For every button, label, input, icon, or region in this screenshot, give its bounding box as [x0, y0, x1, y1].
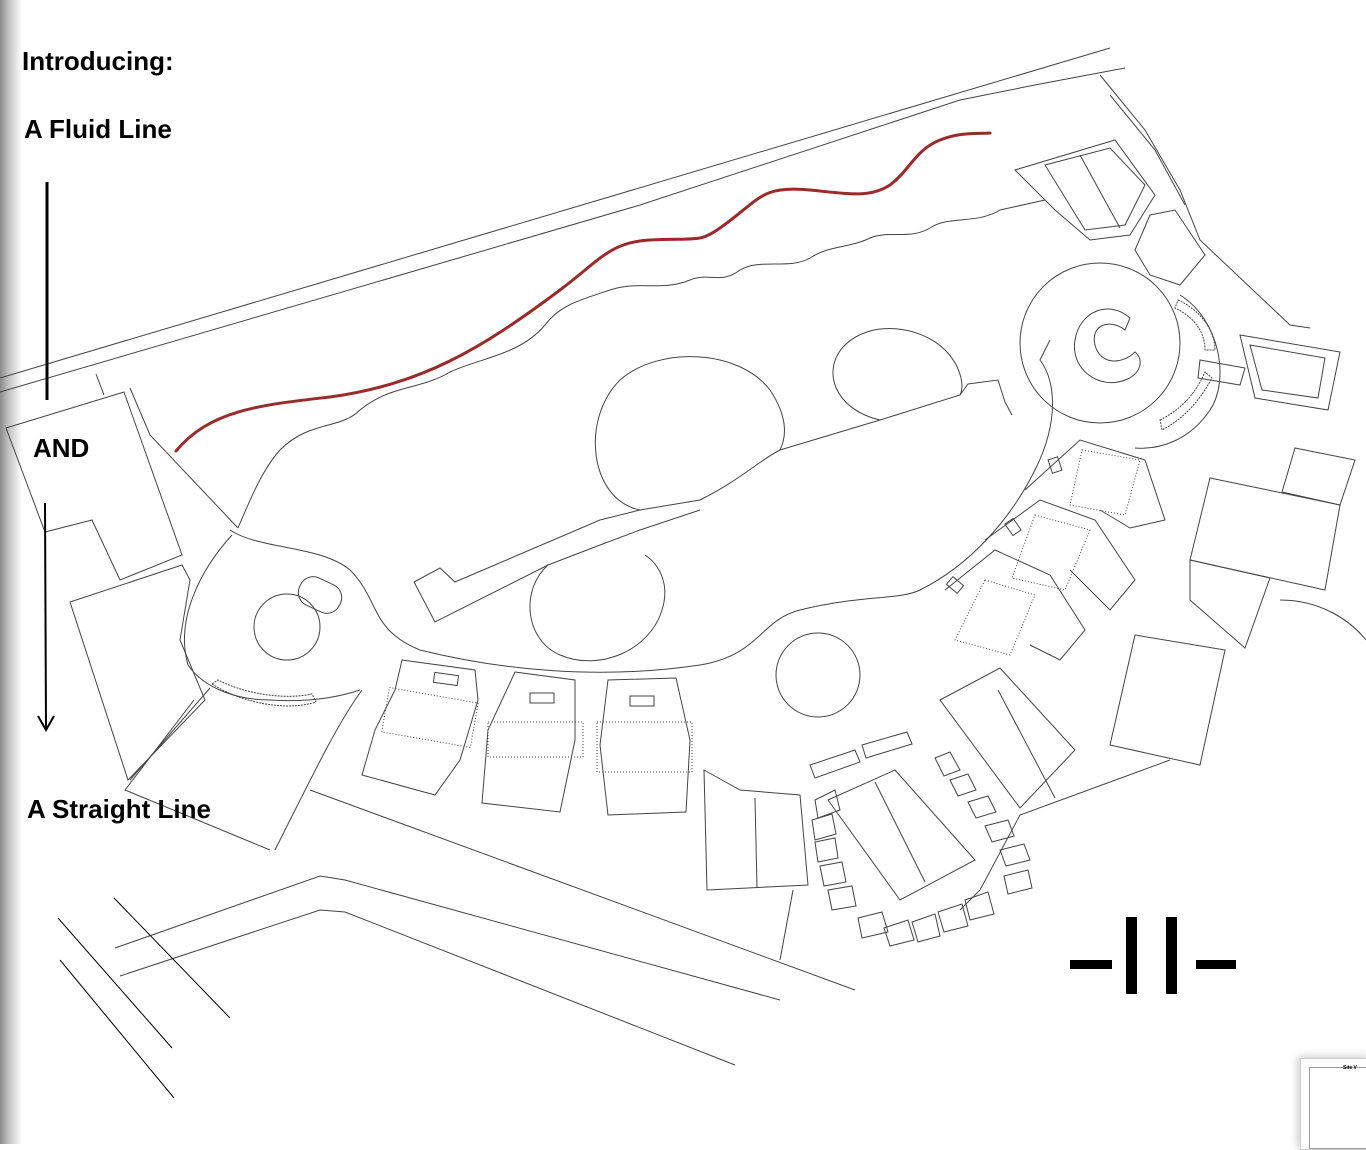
road-south-edge [309, 789, 856, 991]
diagonal-line-3 [113, 897, 231, 1019]
building-west-strip [95, 373, 105, 396]
fluid-line [174, 131, 992, 453]
courtyard-circle-small [775, 632, 861, 718]
building-south-pair [703, 769, 809, 891]
building-east-small-inner [1249, 344, 1326, 399]
building-southeast-b [939, 667, 1076, 809]
building-cluster-south [827, 769, 976, 901]
unit-ring-south [809, 731, 1033, 947]
road-south-inner [119, 909, 736, 1066]
road-southwest-b [274, 689, 363, 851]
double-bar-symbol [1070, 917, 1236, 994]
building-southeast [1109, 634, 1226, 766]
walkway-main [413, 379, 1013, 583]
unit-row-south [361, 659, 693, 816]
roundabout-west-island [253, 593, 321, 661]
road-east-curve [1279, 599, 1366, 641]
unit-row-arc [944, 439, 1166, 661]
straight-line-lower [44, 502, 47, 729]
slide-thumbnail-frame [1309, 1067, 1366, 1149]
road-northeast [1099, 74, 1311, 329]
wall-northwest [129, 387, 239, 529]
diagonal-line-2 [59, 959, 175, 1099]
roundabout-east [1019, 262, 1181, 424]
title-introducing: Introducing: [22, 46, 174, 76]
slide-thumbnail-caption: Site V [1343, 1065, 1357, 1071]
building-south-pair-div [754, 797, 758, 889]
page-shadow-edge [0, 0, 22, 1144]
road-southeast [959, 759, 1171, 911]
hatched-arc-east-lower [1159, 371, 1213, 431]
building-southwest [69, 564, 206, 781]
road-south-outer [114, 875, 781, 1001]
site-boundary [237, 199, 1046, 529]
road-edge-top-inner [0, 67, 1126, 393]
label-fluid-line: A Fluid Line [24, 114, 172, 144]
down-arrow-icon [37, 715, 55, 733]
road-south-spur [779, 889, 794, 961]
building-east-low [1189, 559, 1271, 649]
courtyard-circle-lower [529, 554, 666, 662]
building-west [5, 391, 183, 581]
building-east-large-b [1281, 447, 1356, 506]
road-southwest-c [124, 699, 271, 851]
building-southeast-c [997, 689, 1056, 799]
label-and: AND [33, 433, 90, 463]
building-northeast [1014, 139, 1156, 241]
building-east-large [1189, 477, 1341, 591]
roundabout-east-island [1074, 308, 1141, 384]
building-cluster-south-div [874, 781, 926, 883]
road-northeast-2 [1109, 94, 1186, 206]
hatched-arc-east [1174, 299, 1216, 351]
hatched-arc-west [211, 679, 317, 707]
connector-east [1197, 359, 1246, 386]
roundabout-west-pad [297, 576, 343, 614]
label-straight-line: A Straight Line [27, 794, 211, 824]
walkway-main-lower [413, 509, 701, 623]
roundabout-west [184, 534, 361, 702]
courtyard-circle-medium [832, 328, 963, 421]
building-northeast-inner [1044, 147, 1146, 231]
road-edge-top-outer [0, 47, 1111, 379]
tower-northeast [1134, 209, 1206, 286]
inner-courtyard [229, 339, 1053, 673]
building-east-small [1239, 334, 1341, 411]
slide-thumbnail[interactable]: Site V [1300, 1058, 1366, 1150]
road-southwest-a [129, 687, 211, 781]
roundabout-east-ring [1134, 294, 1221, 449]
courtyard-circle-large [594, 356, 785, 511]
building-northeast-div [1079, 154, 1121, 229]
diagonal-line-1 [57, 917, 173, 1049]
